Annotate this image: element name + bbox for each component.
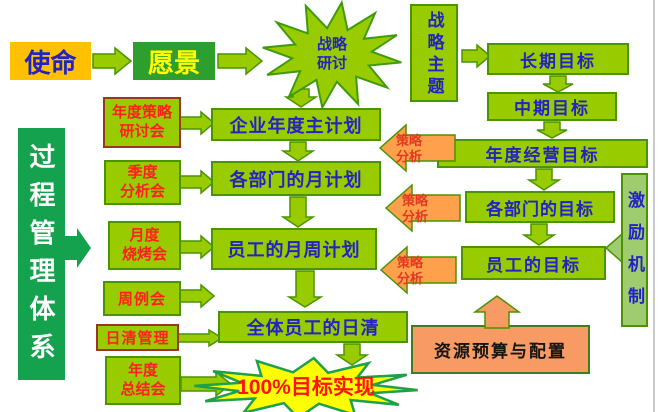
arrow-annual-to-dept-icon (526, 168, 562, 191)
quarterly-meeting-box: 季度 分析会 (104, 160, 181, 205)
annual-summary-meeting-box: 年度 总结会 (105, 356, 181, 405)
arrow-resource-to-employee-goal-icon (472, 295, 522, 329)
strategy-analysis-arrow-2-icon (384, 183, 461, 233)
department-goal-box: 各部门的目标 (465, 191, 615, 223)
weekly-meeting-box: 周例会 (103, 281, 181, 316)
strategy-analysis-arrow-1-icon (378, 123, 456, 173)
incentive-mechanism-box: 激励机制 (621, 173, 648, 327)
arrow-plan-to-deptplan-icon (280, 141, 316, 162)
employee-goal-box: 员工的目标 (461, 246, 606, 280)
strategy-analysis-arrow-3-icon (379, 245, 457, 295)
arrow-deptplan-to-employeeplan-icon (280, 196, 316, 228)
vision-box: 愿景 (133, 42, 215, 80)
dept-monthly-plan-box: 各部门的月计划 (211, 161, 381, 196)
arrow-quarterly-meeting-icon (179, 169, 216, 195)
arrow-process-system-icon (63, 228, 91, 268)
arrow-employeeplan-to-daily-icon (286, 270, 324, 308)
viewer-edge-divider (653, 0, 655, 412)
all-staff-daily-box: 全体员工的日清 (218, 311, 408, 343)
daily-mgmt-box: 日清管理 (96, 324, 179, 351)
arrow-daily-to-goal-icon (334, 343, 370, 366)
process-system-box: 过程管理体系 (18, 128, 65, 380)
mission-box: 使命 (10, 42, 91, 80)
arrow-daily-mgmt-icon (177, 328, 224, 348)
arrow-dept-to-employee-icon (521, 223, 557, 246)
strategy-analysis-label-3: 策略 分析 (396, 255, 423, 286)
mid-term-goal-box: 中期目标 (487, 92, 617, 121)
arrow-weekly-meeting-icon (179, 283, 216, 309)
strategy-analysis-label-2: 策略 分析 (401, 193, 428, 224)
arrow-mission-to-vision-icon (92, 46, 133, 76)
annual-goal-box: 年度经营目标 (437, 139, 648, 168)
goal-achieved-starburst (194, 356, 418, 412)
strategy-theme-box: 战略主题 (410, 4, 458, 102)
strategy-workshop-label: 战略 研讨 (316, 36, 347, 72)
long-term-goal-box: 长期目标 (487, 43, 629, 75)
goal-achieved-label: 100%目标实现 (237, 376, 375, 399)
monthly-bbq-meeting-box: 月度 烧烤会 (108, 221, 181, 270)
arrow-vision-to-workshop-icon (217, 46, 264, 76)
employee-weekly-plan-box: 员工的月周计划 (211, 228, 377, 270)
arrow-midterm-to-annual-icon (536, 121, 568, 139)
strategy-workshop-starburst (262, 0, 402, 111)
arrow-theme-to-longterm-icon (461, 43, 492, 69)
strategy-analysis-label-1: 策略 分析 (395, 133, 422, 164)
arrow-monthly-meeting-icon (179, 234, 216, 260)
arrow-longterm-to-midterm-icon (542, 75, 574, 93)
enterprise-annual-plan-box: 企业年度主计划 (211, 108, 381, 141)
arrow-annual-strategy-meeting-icon (179, 110, 216, 136)
annual-strategy-meeting-box: 年度策略 研讨会 (103, 97, 181, 148)
